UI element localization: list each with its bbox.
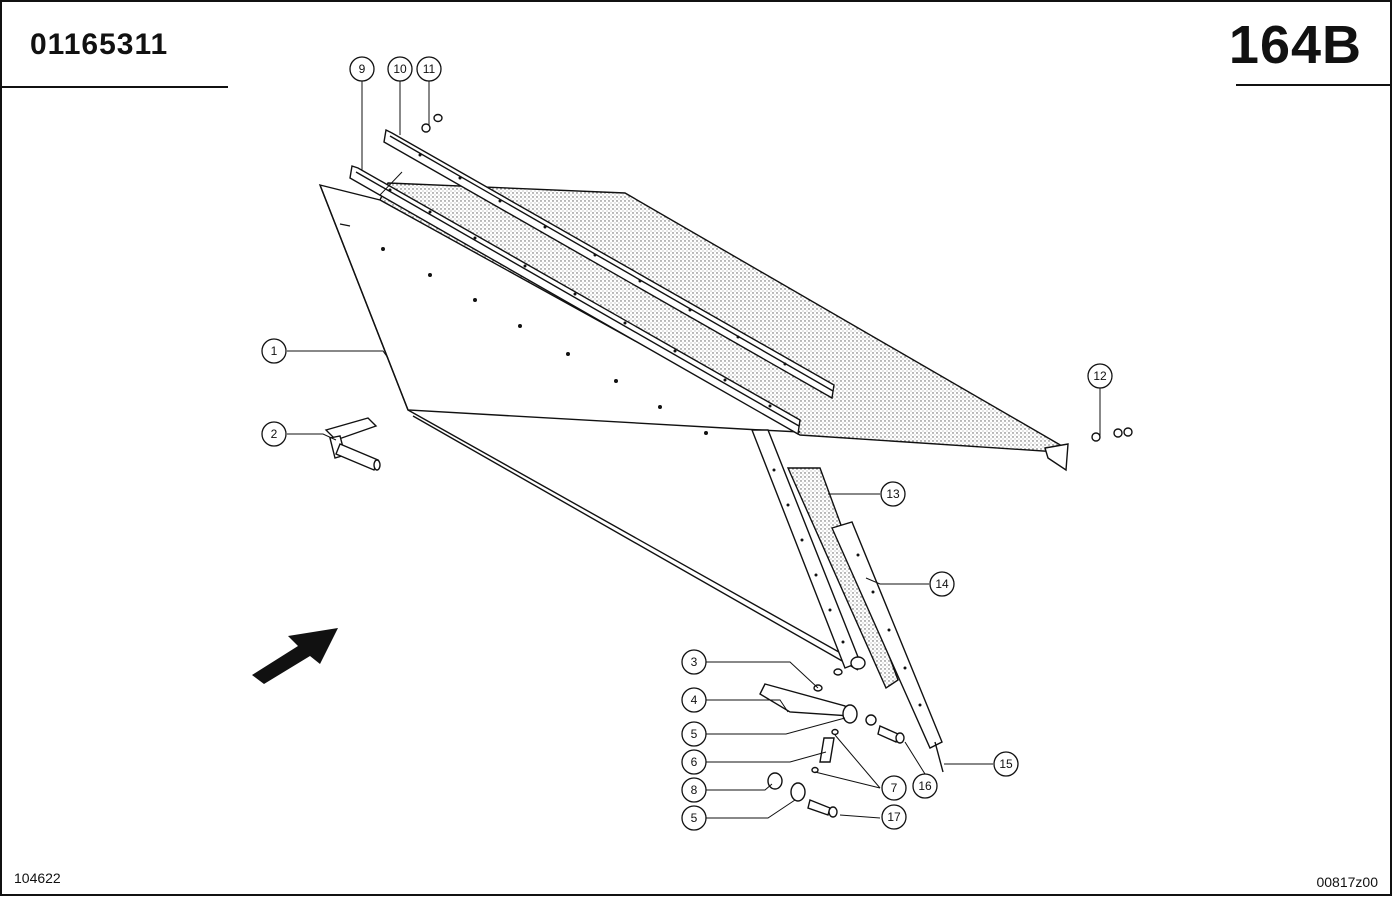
callout-9: 9 xyxy=(349,56,375,82)
side-strip-holes xyxy=(772,468,845,644)
callout-17: 17 xyxy=(881,804,907,830)
svg-text:9: 9 xyxy=(359,62,366,76)
callout-1: 1 xyxy=(261,338,287,364)
callout-12: 12 xyxy=(1087,363,1113,389)
drawing-code-left: 104622 xyxy=(14,870,61,886)
strip-14 xyxy=(831,521,943,749)
small-hardware xyxy=(421,113,1133,818)
shaft-assembly xyxy=(759,656,866,717)
drawing-code-right: 00817z00 xyxy=(1316,874,1378,890)
end-bracket xyxy=(1044,443,1069,472)
header-underline-right xyxy=(1236,84,1392,86)
svg-text:14: 14 xyxy=(935,577,949,591)
callout-5-upper: 5 xyxy=(681,721,707,747)
svg-text:3: 3 xyxy=(691,655,698,669)
plate-edge-lower-inner xyxy=(412,415,859,671)
callout-7-left: 7 xyxy=(881,775,907,801)
page-code: 164B xyxy=(1228,15,1362,75)
strip-10-inner xyxy=(389,135,834,392)
pin-15 xyxy=(934,741,944,773)
leader-lines xyxy=(287,81,1101,819)
callout-5-lower: 5 xyxy=(681,805,707,831)
callout-2: 2 xyxy=(261,421,287,447)
svg-text:1: 1 xyxy=(271,344,278,358)
callout-4: 4 xyxy=(681,687,707,713)
svg-text:17: 17 xyxy=(887,810,901,824)
svg-text:13: 13 xyxy=(886,487,900,501)
plate-holes xyxy=(381,247,708,435)
plate-fixing-mark xyxy=(339,223,351,227)
svg-text:11: 11 xyxy=(423,62,436,76)
part-number: 01165311 xyxy=(30,28,169,61)
callout-8: 8 xyxy=(681,777,707,803)
svg-text:16: 16 xyxy=(918,779,932,793)
svg-text:2: 2 xyxy=(271,427,278,441)
callout-14: 14 xyxy=(929,571,955,597)
svg-text:15: 15 xyxy=(999,757,1013,771)
svg-text:6: 6 xyxy=(691,755,698,769)
strip-14-holes xyxy=(856,553,922,707)
callout-10: 10 xyxy=(387,56,413,82)
arrow-icon xyxy=(252,628,338,684)
strip-13 xyxy=(786,467,899,690)
svg-text:12: 12 xyxy=(1093,369,1107,383)
svg-text:4: 4 xyxy=(691,693,698,707)
svg-text:8: 8 xyxy=(691,783,698,797)
strip-holes xyxy=(388,153,787,408)
callout-13: 13 xyxy=(880,481,906,507)
svg-text:5: 5 xyxy=(691,727,698,741)
callout-3: 3 xyxy=(681,649,707,675)
plate-edge-lower xyxy=(407,409,863,666)
callout-6: 6 xyxy=(681,749,707,775)
strip-9-inner xyxy=(355,171,800,427)
svg-text:5: 5 xyxy=(691,811,698,825)
svg-text:7: 7 xyxy=(891,781,898,795)
svg-text:10: 10 xyxy=(393,62,407,76)
callout-16: 16 xyxy=(912,773,938,799)
callout-15: 15 xyxy=(993,751,1019,777)
plate-edge-left xyxy=(319,184,409,411)
hinge-bracket xyxy=(324,417,381,471)
callout-11: 11 xyxy=(416,56,442,82)
header-underline-left xyxy=(2,86,228,88)
